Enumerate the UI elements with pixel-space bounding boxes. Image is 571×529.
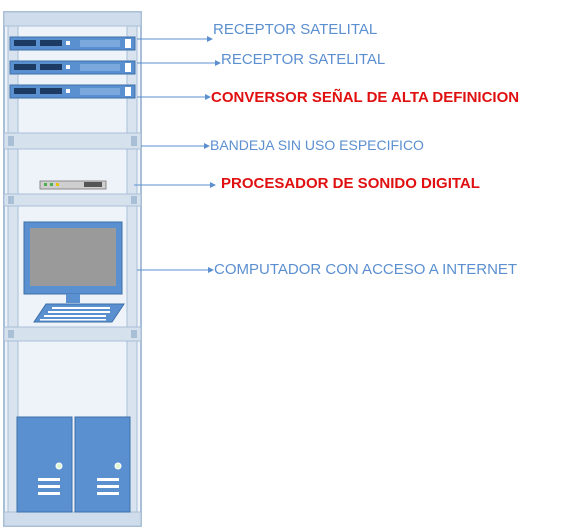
hd-converter	[9, 84, 136, 99]
processor-shelf	[3, 193, 142, 207]
computer	[23, 221, 125, 323]
label-receptor-satelital-2: RECEPTOR SATELITAL	[221, 51, 386, 68]
empty-tray	[3, 132, 142, 150]
arrow-receptor-1	[137, 36, 213, 42]
label-bandeja: BANDEJA SIN USO ESPECIFICO	[210, 137, 424, 153]
server-tower-right	[74, 416, 131, 513]
label-conversor-hd: CONVERSOR SEÑAL DE ALTA DEFINICION	[211, 89, 520, 106]
arrow-procesador	[134, 182, 216, 188]
arrow-computador	[137, 267, 214, 273]
sound-processor	[39, 180, 107, 190]
arrow-bandeja	[141, 143, 210, 149]
label-receptor-satelital-1: RECEPTOR SATELITAL	[213, 21, 378, 38]
label-procesador-sonido: PROCESADOR DE SONIDO DIGITAL	[221, 175, 480, 192]
arrow-conversor	[137, 94, 211, 100]
arrow-receptor-2	[137, 60, 221, 66]
label-computador: COMPUTADOR CON ACCESO A INTERNET	[214, 261, 518, 278]
computer-shelf	[3, 326, 142, 342]
satellite-receiver-2	[9, 60, 136, 75]
server-tower-left	[16, 416, 73, 513]
satellite-receiver-1	[9, 36, 136, 51]
